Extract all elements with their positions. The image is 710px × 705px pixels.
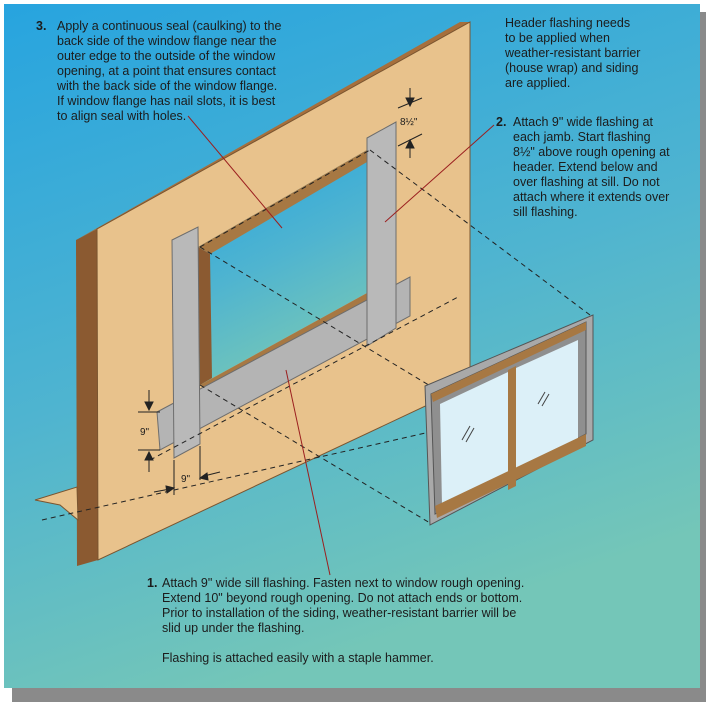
- header-note-line: to be applied when: [505, 31, 610, 45]
- step-2-line: Attach 9" wide flashing at: [513, 115, 653, 129]
- glass-reflection-icon: [461, 391, 550, 443]
- callout-lines: [187, 115, 495, 576]
- opening-jamb-depth: [198, 247, 212, 385]
- step-1-extra: Flashing is attached easily with a stapl…: [162, 651, 434, 665]
- window-sill-wood: [435, 434, 586, 518]
- sill-height-dimension: 9": [140, 427, 150, 438]
- step-3-line: If window flange has nail slots, it is b…: [57, 94, 276, 108]
- step-1-line: slid up under the flashing.: [162, 621, 305, 635]
- step-3-line: to align seal with holes.: [57, 109, 187, 123]
- window-unit: [424, 314, 594, 526]
- right-jamb-flashing: [366, 121, 397, 347]
- step-1-line: Prior to installation of the siding, wea…: [162, 606, 517, 620]
- left-jamb-flashing: [171, 226, 201, 459]
- step-2-line: 8½" above rough opening at: [513, 145, 670, 159]
- step-1-number: 1.: [147, 576, 158, 590]
- rough-opening: [198, 150, 367, 385]
- dimension-markers: [138, 88, 423, 495]
- jamb-width-dimension: 9": [181, 474, 191, 485]
- step-2-line: header. Extend below and: [513, 160, 658, 174]
- step-2-note: Attach 9" wide flashing at each jamb. St…: [513, 115, 670, 220]
- window-glass-right: [516, 340, 578, 474]
- step-1-line: Extend 10" beyond rough opening. Do not …: [162, 591, 523, 605]
- header-note-line: weather-resistant barrier: [505, 46, 641, 60]
- alignment-lines: [41, 149, 591, 524]
- header-note-line: are applied.: [505, 76, 571, 90]
- opening-header-depth: [198, 150, 367, 254]
- step-3-line: with the back side of the window flange.: [57, 79, 278, 93]
- step-3-line: back side of the window flange near the: [57, 34, 277, 48]
- step-1-line: Attach 9" wide sill flashing. Fasten nex…: [162, 576, 525, 590]
- header-flashing-note: Header flashing needs to be applied when…: [505, 16, 640, 91]
- step-3-number: 3.: [36, 19, 47, 33]
- step-3-line: opening, at a point that ensures contact: [57, 64, 276, 78]
- step-2-line: each jamb. Start flashing: [513, 130, 651, 144]
- window-glass-left: [440, 372, 508, 506]
- wall-left-edge: [76, 229, 98, 566]
- header-offset-dimension: 8½": [400, 117, 418, 128]
- step-2-line: attach where it extends over: [513, 190, 670, 204]
- window-mullion: [508, 366, 516, 490]
- house-wrap-tab: [34, 486, 79, 522]
- sill-flashing: [156, 276, 411, 451]
- step-1-note: Attach 9" wide sill flashing. Fasten nex…: [162, 576, 524, 666]
- step-2-line: sill flashing.: [513, 205, 578, 219]
- step-3-note: Apply a continuous seal (caulking) to th…: [57, 19, 281, 124]
- step-3-line: Apply a continuous seal (caulking) to th…: [57, 19, 282, 33]
- step-2-line: over flashing at sill. Do not: [513, 175, 660, 189]
- step-3-line: outer edge to the outside of the window: [57, 49, 276, 63]
- header-note-line: Header flashing needs: [505, 16, 631, 30]
- window-head-wood: [431, 322, 586, 402]
- header-note-line: (house wrap) and siding: [505, 61, 639, 75]
- step-2-number: 2.: [496, 115, 507, 129]
